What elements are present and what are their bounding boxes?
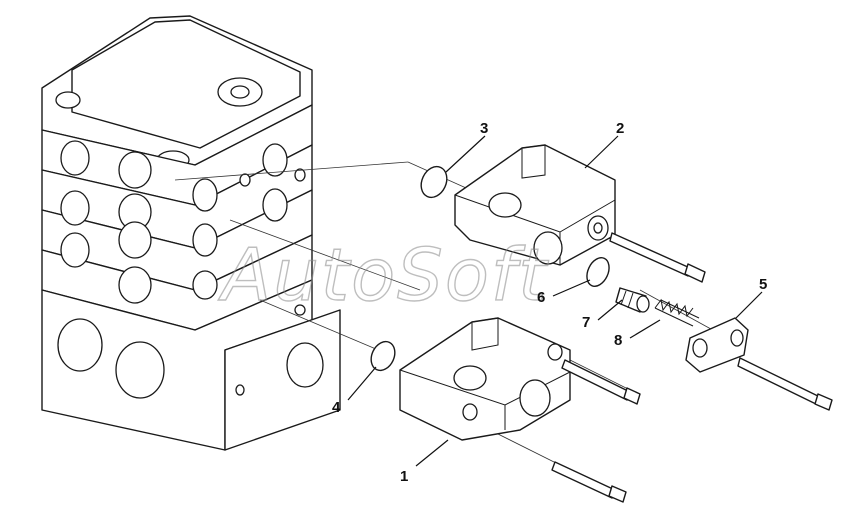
part-3-o-ring (420, 165, 448, 199)
part-2-bolt (609, 232, 706, 283)
callout-3: 3 (480, 120, 488, 137)
callout-4: 4 (332, 399, 341, 416)
valve-block (41, 15, 341, 451)
part-5-end-plate (685, 317, 833, 411)
callout-2: 2 (616, 120, 624, 137)
callout-8: 8 (614, 332, 622, 349)
callout-7: 7 (582, 314, 590, 331)
part-8-spring (654, 298, 700, 327)
part-4-o-ring (370, 340, 396, 372)
part-2-cover-block (454, 144, 616, 266)
part-7-valve-plug (615, 287, 650, 313)
watermark-text: AutoSoft (218, 233, 549, 317)
callout-1: 1 (400, 468, 408, 485)
part-6-o-ring (586, 257, 610, 287)
leader-lines (347, 135, 763, 467)
callout-6: 6 (537, 289, 545, 306)
part-1-cover-block (399, 317, 571, 441)
callout-5: 5 (759, 276, 767, 293)
part-1-bolts (551, 359, 641, 503)
